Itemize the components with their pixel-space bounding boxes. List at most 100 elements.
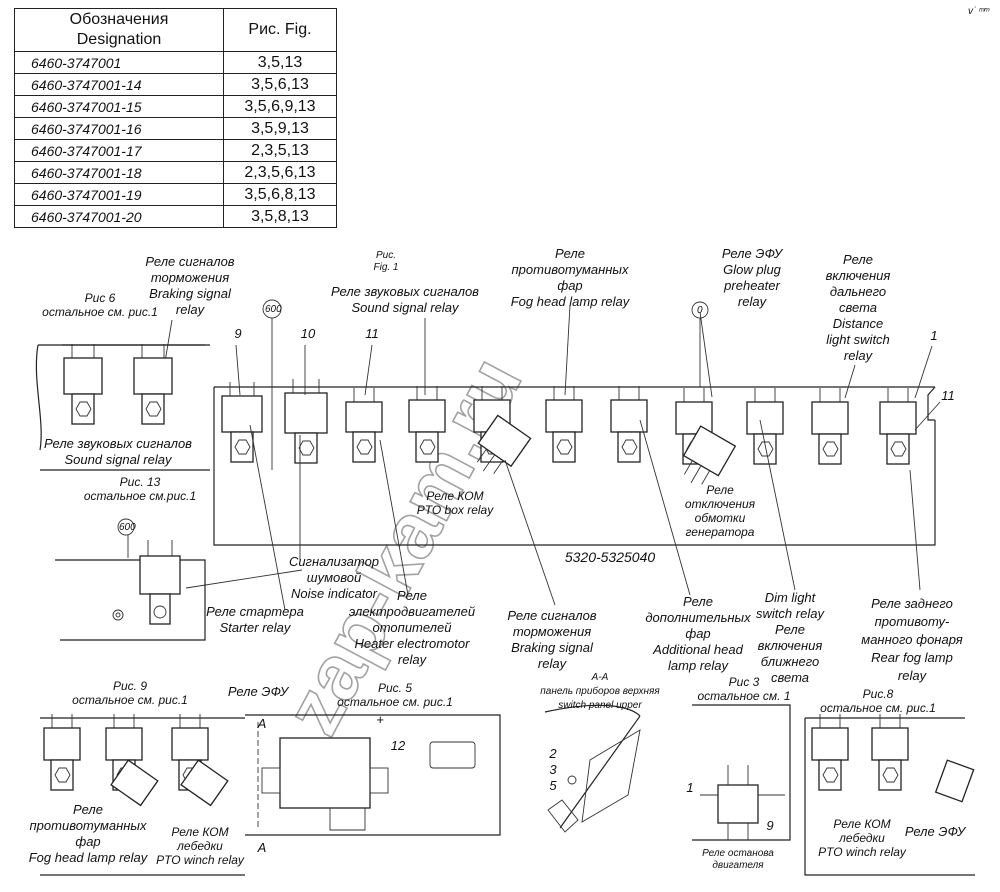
label-heater-motor-line: электродвигателей	[349, 604, 475, 619]
label-engine-stop-line: двигателя	[712, 860, 764, 871]
label-distance-light-line: включения	[826, 268, 891, 283]
relay-board-4	[408, 386, 446, 463]
label-pto-winch-fig8-line: PTO winch relay	[818, 845, 907, 859]
relay-board-10	[811, 388, 849, 465]
svg-text:600: 600	[119, 522, 136, 533]
label-starter-relay-line: Реле стартера	[206, 604, 304, 619]
label-distance-light-line: дальнего	[830, 284, 886, 299]
label-sound-signal-fig6-line: Sound signal relay	[65, 452, 173, 467]
label-pto-box-line: Реле КОМ	[426, 489, 483, 503]
label-pto-winch-fig8-line: Реле КОМ	[833, 817, 890, 831]
label-heater-motor-line: relay	[398, 652, 428, 667]
designation-header-en: Designation	[76, 31, 162, 48]
label-fig6-line: остальное см. рис.1	[42, 305, 158, 319]
designation-figs: 3,5,9,13	[223, 117, 337, 140]
callout-n10: 10	[301, 326, 316, 341]
label-dim-light-line: включения	[758, 638, 823, 653]
label-fog-fig9-line: Реле	[73, 802, 103, 817]
callout-n9: 9	[234, 326, 241, 341]
label-braking-signal-bottom-line: торможения	[513, 624, 591, 639]
label-section-aa: А-А панель приборов верхняя switch panel u…	[540, 672, 660, 711]
label-glow-plug-line: Реле ЭФУ	[722, 246, 784, 261]
designation-code: 6460-3747001	[14, 51, 224, 74]
label-sound-signal-top-line: Sound signal relay	[352, 300, 460, 315]
fig6-relay-1	[63, 344, 103, 425]
label-heater-motor-line: Реле	[397, 588, 427, 603]
designation-figs: 3,5,6,13	[223, 73, 337, 96]
label-additional-head-line: Реле	[683, 594, 713, 609]
label-sound-signal-top-line: Реле звуковых сигналов	[331, 284, 479, 299]
label-additional-head-line: lamp relay	[668, 658, 729, 673]
label-distance-light-line: Реле	[843, 252, 873, 267]
label-heater-motor-line: отопителей	[373, 620, 452, 635]
label-fog-fig9-line: Fog head lamp relay	[29, 850, 149, 865]
label-noise-indicator-line: Noise indicator	[291, 586, 378, 601]
svg-text:600: 600	[265, 304, 282, 315]
label-braking-signal-bottom-line: Braking signal	[511, 640, 594, 655]
label-rear-fog-line: Rear fog lamp	[871, 650, 953, 665]
label-fig1-line: Fig. 1	[373, 262, 398, 273]
label-pto-winch-fig9-line: Реле КОМ	[171, 825, 228, 839]
callout-n1: 1	[930, 328, 937, 343]
fig9-relay-1	[43, 714, 81, 791]
label-braking-signal-top-line: Braking signal	[149, 286, 232, 301]
designation-figs: 2,3,5,6,13	[223, 161, 337, 184]
label-efu-mid: Реле ЭФУ	[228, 684, 290, 699]
label-fig13-line: остальное см.рис.1	[84, 489, 196, 503]
label-braking-signal-bottom-line: relay	[538, 656, 568, 671]
label-pto-winch-fig9-line: лебедки	[176, 839, 223, 853]
leader-lines-main	[159, 304, 941, 611]
designation-table: Обозначения Designation Рис. Fig. 6460-3…	[14, 8, 337, 228]
label-section-aa-line: switch panel upper	[558, 700, 642, 711]
label-pto-winch-fig8-line: лебедки	[838, 831, 885, 845]
callout-plus: +	[376, 712, 384, 727]
callout-n12: 12	[391, 738, 406, 753]
label-fog-head-top-line: противотуманных	[512, 262, 629, 277]
designation-code: 6460-3747001-20	[14, 205, 224, 228]
label-starter-relay-line: Starter relay	[220, 620, 292, 635]
fig5-panel	[245, 714, 501, 836]
callout-n5: 5	[549, 778, 557, 793]
gen-off-relay-rotated	[682, 425, 737, 485]
label-sound-signal-fig6-line: Реле звуковых сигналов	[44, 436, 192, 451]
label-fog-head-top-line: Реле	[555, 246, 585, 261]
label-fog-head-top-line: Fog head lamp relay	[511, 294, 631, 309]
designation-figs: 3,5,13	[223, 51, 337, 74]
label-section-aa-line: панель приборов верхняя	[540, 685, 660, 697]
label-fig13-line: Рис. 13	[120, 475, 161, 489]
label-engine-stop-line: Реле останова	[702, 848, 774, 859]
label-glow-plug-line: Glow plug	[723, 262, 782, 277]
label-noise-indicator-line: Сигнализатор	[289, 554, 379, 569]
relay-board-3	[345, 388, 383, 463]
label-section-aa-line: А-А	[591, 672, 609, 683]
relay-board-1	[221, 382, 263, 463]
label-pto-winch-fig9-line: PTO winch relay	[156, 853, 245, 867]
label-efu-fig8: Реле ЭФУ	[905, 824, 967, 839]
label-dim-light-line: света	[771, 670, 809, 685]
label-generator-off-line: обмотки	[695, 511, 746, 525]
fig8-panel	[804, 717, 975, 876]
label-distance-light-line: Distance	[833, 316, 884, 331]
relay-board-11	[879, 388, 917, 465]
designation-figs: 2,3,5,13	[223, 139, 337, 162]
label-distance-light-line: light switch	[826, 332, 890, 347]
label-fog-fig9-line: фар	[75, 834, 100, 849]
callout-n11b: 11	[941, 388, 955, 403]
label-braking-signal-top-line: relay	[176, 302, 206, 317]
